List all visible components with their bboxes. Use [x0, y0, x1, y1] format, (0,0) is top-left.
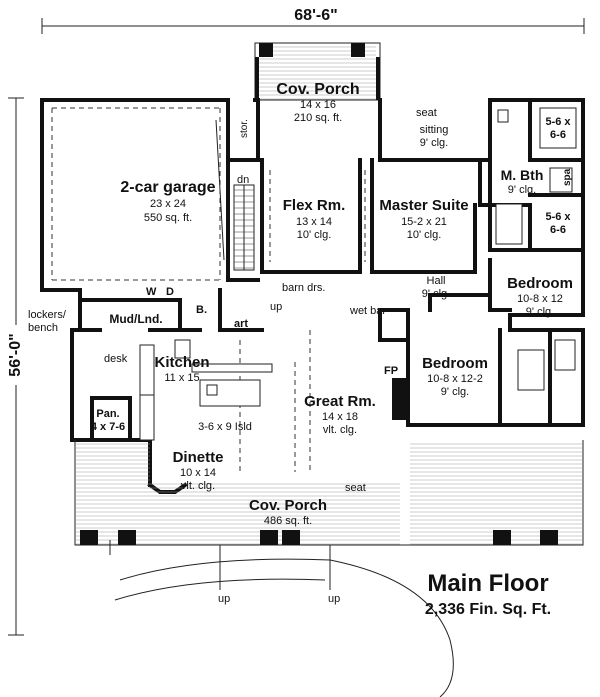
mud-name: Mud/Lnd. [109, 312, 162, 326]
wet-bar-label: wet bar [349, 305, 386, 317]
desk-label: desk [104, 353, 128, 365]
front-porch [74, 440, 584, 555]
closet2-l2: 6-6 [550, 224, 566, 236]
depth-label: 56'-0" [7, 333, 24, 376]
mbath-clg: 9' clg. [508, 184, 536, 196]
sitting-clg: 9' clg. [420, 137, 448, 149]
exterior-walls [40, 98, 585, 494]
spa-label: spa [562, 168, 573, 186]
closet1-l2: 6-6 [550, 129, 566, 141]
fireplace-label: FP [384, 365, 398, 377]
garage-details [51, 107, 225, 281]
walkway-up-left: up [218, 593, 230, 605]
room-labels: Cov. Porch 14 x 16 210 sq. ft. 2-car gar… [91, 81, 573, 527]
bedroom2-name: Bedroom [422, 355, 488, 372]
kitchen-name: Kitchen [154, 354, 209, 371]
closet1-l1: 5-6 x [545, 116, 571, 128]
width-dimension: 68'-6" [41, 6, 585, 34]
mbath-name: M. Bth [501, 167, 544, 183]
art-label: art [234, 318, 248, 330]
storage-label: stor. [239, 119, 250, 138]
dinette-name: Dinette [173, 449, 224, 466]
bedroom2-size: 10-8 x 12-2 [427, 373, 483, 385]
misc-labels: seat seat stor. dn up barn drs. wet bar … [28, 107, 573, 605]
sitting-name: sitting [420, 124, 449, 136]
rear-porch-area: 210 sq. ft. [294, 112, 342, 124]
garage-area: 550 sq. ft. [144, 212, 192, 224]
flex-name: Flex Rm. [283, 197, 346, 214]
kitchen-size: 11 x 15 [164, 372, 199, 384]
garage-name: 2-car garage [120, 179, 215, 196]
stairs [233, 184, 255, 271]
bedroom1-size: 10-8 x 12 [517, 293, 563, 305]
pantry-size: 4 x 7-6 [91, 421, 125, 433]
island-label: 3-6 x 9 Isld [198, 421, 252, 433]
master-size: 15-2 x 21 [401, 216, 447, 228]
front-porch-name: Cov. Porch [249, 497, 327, 514]
fireplace [392, 378, 406, 420]
front-walkway [114, 545, 454, 697]
dinette-clg: vlt. clg. [181, 480, 215, 492]
bath-b-label: B. [196, 304, 207, 316]
master-name: Master Suite [379, 197, 468, 214]
hall-name: Hall [427, 275, 446, 287]
great-clg: vlt. clg. [323, 424, 357, 436]
rear-porch-name: Cov. Porch [276, 81, 359, 98]
bedroom1-name: Bedroom [507, 275, 573, 292]
bedroom2-clg: 9' clg. [441, 386, 469, 398]
dashed-fixtures [239, 170, 366, 475]
bedroom1-clg: 9' clg. [526, 306, 554, 318]
floor-title: Main Floor [427, 570, 548, 597]
rear-porch-size: 14 x 16 [300, 99, 336, 111]
garage-size: 23 x 24 [150, 198, 186, 210]
bath-fixtures [495, 107, 577, 391]
pantry-name: Pan. [96, 408, 119, 420]
kitchen-fixtures [139, 339, 273, 441]
barn-doors-label: barn drs. [282, 282, 325, 294]
interior-walls [78, 98, 585, 442]
lockers-label-1: lockers/ [28, 309, 67, 321]
hall-clg: 9' clg. [422, 288, 450, 300]
washer-label: W [146, 286, 157, 298]
stair-down-label: dn [237, 174, 249, 186]
seat-bottom: seat [345, 482, 366, 494]
seat-top: seat [416, 107, 437, 119]
front-porch-area: 486 sq. ft. [264, 515, 312, 527]
closet2-l1: 5-6 x [545, 211, 571, 223]
master-clg: 10' clg. [407, 229, 442, 241]
depth-dimension: 56'-0" [4, 97, 30, 636]
walkway-up-right: up [328, 593, 340, 605]
stair-up-label: up [270, 301, 282, 313]
great-name: Great Rm. [304, 393, 376, 410]
flex-clg: 10' clg. [297, 229, 332, 241]
plan-title: Main Floor 2,336 Fin. Sq. Ft. [425, 570, 551, 618]
width-label: 68'-6" [294, 7, 337, 24]
dryer-label: D [166, 286, 174, 298]
rear-porch [254, 42, 381, 101]
floor-area: 2,336 Fin. Sq. Ft. [425, 601, 551, 618]
flex-size: 13 x 14 [296, 216, 332, 228]
great-size: 14 x 18 [322, 411, 358, 423]
lockers-label-2: bench [28, 322, 58, 334]
dinette-size: 10 x 14 [180, 467, 216, 479]
